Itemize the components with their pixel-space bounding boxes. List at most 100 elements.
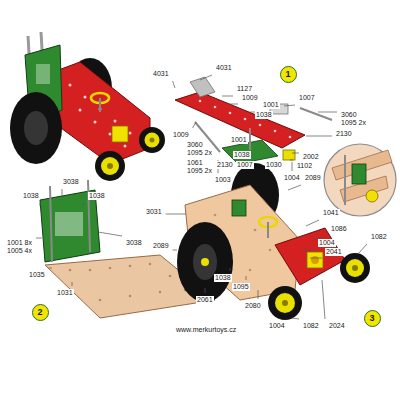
tractor-assembly <box>214 214 217 217</box>
assembled-tractor <box>10 32 165 181</box>
assembled-tractor <box>139 127 165 153</box>
leader-line <box>36 238 42 239</box>
step-number: 3 <box>364 310 381 327</box>
leader-line <box>258 290 259 299</box>
exploded-chassis <box>199 100 202 103</box>
frame-assembly <box>109 267 112 270</box>
part-number: 3060 <box>186 141 204 149</box>
tractor-assembly <box>254 229 257 232</box>
tractor-assembly <box>177 222 233 302</box>
step-label: 2 <box>37 307 42 317</box>
frame-assembly <box>169 275 172 278</box>
part-number: 3038 <box>125 239 143 247</box>
exploded-chassis <box>289 136 292 139</box>
tractor-assembly <box>177 163 370 320</box>
tractor-assembly <box>340 253 370 283</box>
detail-circle <box>324 144 396 216</box>
part-number: 2089 <box>152 242 170 250</box>
part-number: 2041 <box>325 248 343 256</box>
frame-assembly <box>55 212 83 236</box>
leader-line <box>322 280 325 319</box>
exploded-chassis <box>175 77 332 164</box>
part-number: 1038 <box>233 151 251 159</box>
frame-assembly <box>129 295 132 298</box>
leader-line <box>250 120 252 121</box>
part-number: 1038 <box>88 192 106 200</box>
leader-line <box>290 160 293 161</box>
part-number: 1031 <box>56 289 74 297</box>
assembled-tractor <box>114 120 117 123</box>
tractor-assembly <box>275 293 295 313</box>
part-number: 1095 2x <box>186 167 213 175</box>
frame-assembly <box>89 269 92 272</box>
leader-line <box>222 96 233 97</box>
part-number: 1095 2x <box>186 149 213 157</box>
step-label: 1 <box>285 69 290 79</box>
leader-line <box>292 153 299 154</box>
leader-line <box>193 122 196 128</box>
leader-line <box>306 220 319 226</box>
tractor-assembly <box>311 256 319 264</box>
tractor-assembly <box>249 269 252 272</box>
exploded-chassis <box>214 106 217 109</box>
exploded-chassis <box>274 130 277 133</box>
leader-line <box>246 276 247 280</box>
step-label: 3 <box>369 313 374 323</box>
leader-line <box>98 232 122 236</box>
part-number: 1001 8x <box>6 239 33 247</box>
assembled-tractor <box>145 133 160 148</box>
tractor-assembly <box>352 265 358 271</box>
tractor-assembly <box>267 222 269 238</box>
assembled-tractor <box>69 84 72 87</box>
exploded-chassis <box>199 100 292 139</box>
leader-line <box>230 268 231 271</box>
part-number: 2130 <box>335 130 353 138</box>
exploded-chassis <box>259 124 262 127</box>
frame-assembly <box>69 263 187 302</box>
leader-line <box>306 136 332 137</box>
leader-line <box>62 189 63 196</box>
part-number: 2002 <box>302 153 320 161</box>
part-number: 1095 <box>232 283 250 291</box>
exploded-chassis <box>175 92 305 148</box>
part-number: 1038 <box>22 192 40 200</box>
frame-assembly <box>149 263 152 266</box>
tractor-assembly <box>282 300 288 306</box>
part-number: 1001 <box>230 136 248 144</box>
part-number: 1127 <box>236 85 253 93</box>
detail-circle <box>352 164 366 184</box>
assembled-tractor <box>99 98 101 112</box>
assembled-tractor <box>94 121 97 124</box>
leader-line <box>302 250 315 251</box>
exploded-chassis <box>244 118 247 121</box>
assembled-tractor <box>109 133 112 136</box>
assembled-tractor <box>84 96 87 99</box>
leader-line <box>292 318 299 319</box>
part-number: 1004 <box>283 174 301 182</box>
part-number: 4031 <box>215 64 233 72</box>
leader-line <box>49 268 52 269</box>
part-number: 1001 <box>262 101 280 109</box>
part-number: 3038 <box>62 178 80 186</box>
part-number: 1082 <box>302 322 320 330</box>
frame-assembly <box>50 186 52 262</box>
part-number: 1007 <box>236 161 254 169</box>
assembled-tractor <box>150 138 155 143</box>
part-number: 1004 <box>268 322 286 330</box>
exploded-chassis <box>249 128 251 150</box>
assembled-tractor <box>10 92 62 164</box>
part-number: 1030 <box>265 161 283 169</box>
tractor-assembly <box>268 286 302 320</box>
part-number: 1009 <box>241 94 259 102</box>
part-number: 2024 <box>328 322 346 330</box>
assembled-tractor <box>79 109 82 112</box>
part-number: 2061 <box>196 296 214 304</box>
frame-assembly <box>129 265 132 268</box>
part-number: 1102 <box>296 162 313 170</box>
frame-assembly <box>99 299 102 302</box>
leader-line <box>173 81 175 88</box>
part-number: 1004 <box>318 239 336 247</box>
frame-assembly <box>88 180 90 252</box>
tractor-assembly <box>307 252 323 268</box>
